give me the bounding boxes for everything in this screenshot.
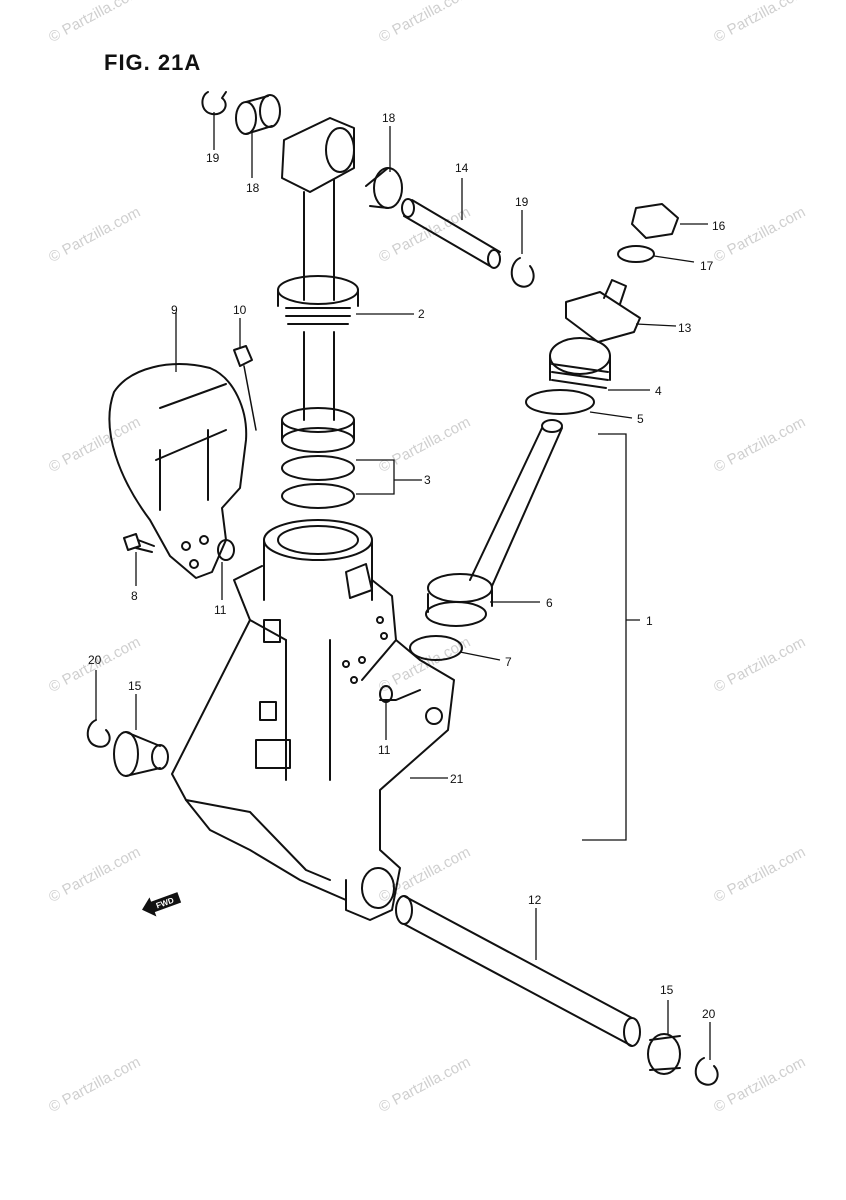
cover-9 bbox=[108, 363, 248, 579]
bushing-18-right bbox=[365, 167, 403, 209]
callout-1: 1 bbox=[646, 614, 653, 628]
o-ring-5 bbox=[525, 389, 595, 415]
snap-ring-20-right bbox=[694, 1057, 719, 1086]
o-ring-7 bbox=[409, 635, 463, 661]
figure-title: FIG. 21A bbox=[104, 50, 202, 75]
grommet-10 bbox=[233, 345, 253, 367]
callout-17: 17 bbox=[700, 259, 714, 273]
callout-19: 19 bbox=[206, 151, 220, 165]
callout-4: 4 bbox=[655, 384, 662, 398]
piston-6 bbox=[425, 573, 493, 627]
washer-17 bbox=[617, 245, 655, 263]
snap-ring-20-left bbox=[86, 719, 111, 748]
callout-18: 18 bbox=[246, 181, 260, 195]
callout-21: 21 bbox=[450, 772, 464, 786]
callout-14: 14 bbox=[455, 161, 469, 175]
plate-13 bbox=[565, 279, 641, 343]
bushing-15-left bbox=[113, 731, 169, 777]
callout-13: 13 bbox=[678, 321, 692, 335]
bushing-15-right bbox=[647, 1033, 681, 1075]
piston-3 bbox=[281, 407, 355, 509]
cylinder-body-21 bbox=[171, 519, 455, 921]
callout-8: 8 bbox=[131, 589, 138, 603]
callout-18: 18 bbox=[382, 111, 396, 125]
bolt-8 bbox=[123, 533, 155, 553]
forward-arrow-icon: FWD bbox=[142, 892, 182, 917]
callout-15: 15 bbox=[128, 679, 142, 693]
washer-11-top bbox=[217, 539, 235, 561]
callout-15: 15 bbox=[660, 983, 674, 997]
piston-rod-1 bbox=[469, 419, 563, 587]
callout-3: 3 bbox=[424, 473, 431, 487]
snap-ring-19-right bbox=[510, 257, 535, 288]
callout-16: 16 bbox=[712, 219, 726, 233]
bushing-18-left bbox=[235, 94, 281, 135]
tilt-rod-eye-top bbox=[281, 117, 355, 193]
callout-20: 20 bbox=[702, 1007, 716, 1021]
cylinder-head-4 bbox=[549, 337, 611, 389]
cylinder-cap-2 bbox=[277, 275, 359, 421]
callout-11: 11 bbox=[378, 743, 391, 757]
callout-5: 5 bbox=[637, 412, 644, 426]
shaft-12 bbox=[395, 895, 641, 1047]
callout-12: 12 bbox=[528, 893, 542, 907]
piston-rod bbox=[303, 179, 335, 301]
callout-9: 9 bbox=[171, 303, 178, 317]
callout-11: 11 bbox=[214, 603, 227, 617]
nut-16 bbox=[631, 203, 679, 239]
callout-10: 10 bbox=[233, 303, 247, 317]
callout-2: 2 bbox=[418, 307, 425, 321]
pin-14 bbox=[401, 198, 501, 269]
callout-labels: 19 18 18 14 19 16 17 13 2 4 5 9 10 3 8 1… bbox=[88, 111, 726, 1021]
callout-19: 19 bbox=[515, 195, 529, 209]
snap-ring-19-top bbox=[201, 91, 227, 116]
callout-20: 20 bbox=[88, 653, 102, 667]
callout-7: 7 bbox=[505, 655, 512, 669]
callout-6: 6 bbox=[546, 596, 553, 610]
